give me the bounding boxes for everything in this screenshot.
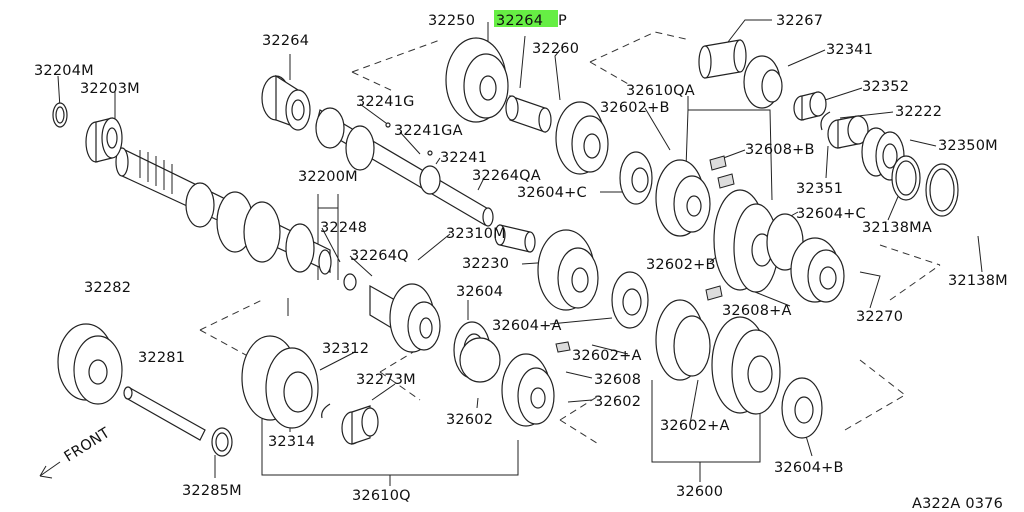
label-32285M: 32285M [182, 483, 242, 499]
part-32608B-key [709, 155, 727, 171]
part-32250 [445, 37, 509, 123]
label-32602B-mid: 32602+B [646, 257, 716, 273]
leader-lines [57, 19, 983, 486]
label-32608B-top: 32608+B [745, 142, 815, 158]
label-32604C-right: 32604+C [796, 206, 866, 222]
label-32264: 32264 [262, 33, 309, 49]
label-32264QA: 32264QA [472, 168, 541, 184]
part-32600 [711, 316, 781, 415]
mainshaft-32200M [115, 147, 332, 275]
part-32310M [369, 283, 441, 353]
part-32273M [341, 405, 379, 445]
part-32230 [537, 229, 599, 311]
label-32267: 32267 [776, 13, 823, 29]
label-32260: 32260 [532, 41, 579, 57]
label-32602A-bottom: 32602+A [660, 418, 730, 434]
part-32604C-left [619, 151, 653, 205]
label-32602B-top: 32602+B [600, 100, 670, 116]
label-32264P-suffix: P [558, 13, 567, 29]
label-32241G: 32241G [356, 94, 415, 110]
label-32610Q: 32610Q [352, 488, 411, 504]
part-32264 [261, 74, 311, 131]
label-32250: 32250 [428, 13, 475, 29]
label-32312: 32312 [322, 341, 369, 357]
part-32260 [555, 101, 609, 175]
front-arrow-icon [39, 461, 61, 479]
label-32241GA: 32241GA [394, 123, 463, 139]
front-label: FRONT [62, 425, 113, 465]
label-32604A: 32604+A [492, 318, 562, 334]
part-32241 [315, 107, 494, 227]
part-32608-key [555, 341, 571, 353]
label-32203M: 32203M [80, 81, 140, 97]
label-32200M: 32200M [298, 169, 358, 185]
label-32264Q: 32264Q [350, 248, 409, 264]
part-32602-lower [501, 353, 555, 427]
part-32351 [827, 115, 869, 149]
part-32352 [793, 91, 827, 121]
highlight-marker [494, 10, 558, 27]
part-32267 [698, 39, 747, 79]
label-32610QA: 32610QA [626, 83, 695, 99]
label-32604B: 32604+B [774, 460, 844, 476]
part-32610QA [655, 159, 711, 237]
label-32314: 32314 [268, 434, 315, 450]
label-32604C-left: 32604+C [517, 185, 587, 201]
part-32222 [820, 111, 831, 131]
label-32241: 32241 [440, 150, 487, 166]
label-32282: 32282 [84, 280, 131, 296]
part-32264QA [494, 224, 536, 253]
label-32230: 32230 [462, 256, 509, 272]
label-32351: 32351 [796, 181, 843, 197]
label-32248: 32248 [320, 220, 367, 236]
part-32282 [57, 323, 123, 405]
label-32608: 32608 [594, 372, 641, 388]
label-32350M: 32350M [938, 138, 998, 154]
label-32604: 32604 [456, 284, 503, 300]
label-32270: 32270 [856, 309, 903, 325]
part-32281 [123, 386, 206, 441]
part-labels: 32250 32264 P 32267 32264 32260 32341 32… [34, 10, 1008, 512]
label-32222: 32222 [895, 104, 942, 120]
part-32608A-key [705, 285, 723, 301]
dashed-outlines [199, 31, 941, 446]
label-32310M: 32310M [446, 226, 506, 242]
part-32312 [321, 403, 331, 419]
part-sleeve-right [713, 189, 779, 293]
part-32203M [85, 117, 123, 163]
label-32352: 32352 [862, 79, 909, 95]
label-32341: 32341 [826, 42, 873, 58]
label-32602: 32602 [446, 412, 493, 428]
label-32602A-left: 32602+A [572, 348, 642, 364]
label-32138M: 32138M [948, 273, 1008, 289]
label-32273M: 32273M [356, 372, 416, 388]
part-32264P [505, 95, 552, 133]
part-32604B [781, 377, 823, 439]
reference-code: A322A 0376 [912, 496, 1003, 512]
label-32602-right: 32602 [594, 394, 641, 410]
label-32204M: 32204M [34, 63, 94, 79]
label-32264P: 32264 [496, 13, 543, 29]
part-32602A [611, 271, 711, 381]
part-32270 [790, 237, 845, 303]
part-32314 [241, 335, 319, 429]
label-32138MA: 32138MA [862, 220, 932, 236]
part-32341 [743, 55, 783, 109]
part-32248 [343, 273, 357, 291]
label-32281: 32281 [138, 350, 185, 366]
label-32608A-right: 32608+A [722, 303, 792, 319]
label-32600: 32600 [676, 484, 723, 500]
part-32604-32602 [453, 321, 501, 383]
